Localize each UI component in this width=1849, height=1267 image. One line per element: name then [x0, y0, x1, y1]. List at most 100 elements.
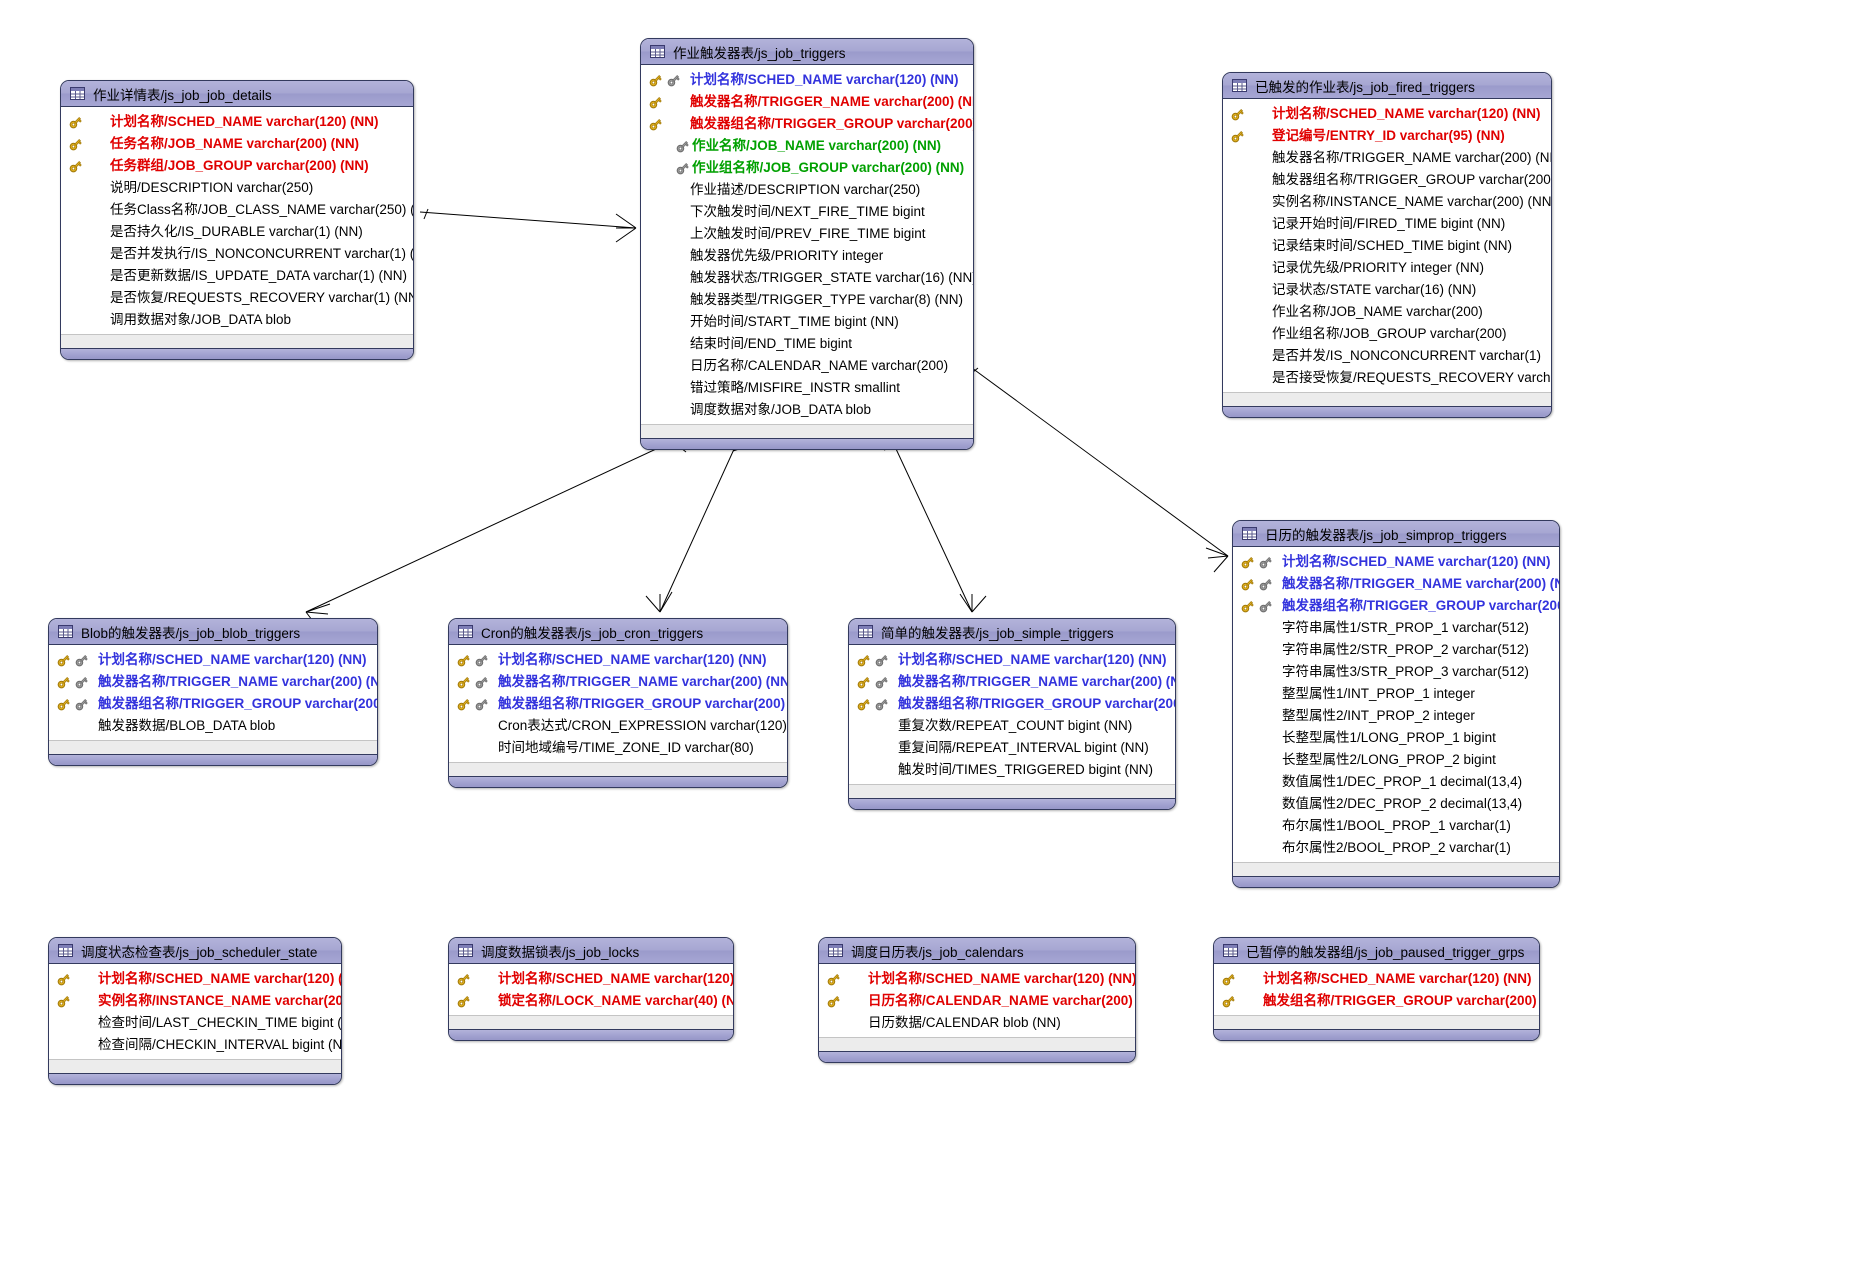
attribute-row[interactable]: 计划名称/SCHED_NAME varchar(120) (NN) [641, 69, 973, 91]
attribute-row[interactable]: 字符串属性2/STR_PROP_2 varchar(512) [1233, 639, 1559, 661]
attribute-row[interactable]: 触发器名称/TRIGGER_NAME varchar(200) (NN) [849, 671, 1175, 693]
attribute-row[interactable]: 作业组名称/JOB_GROUP varchar(200) (NN) [641, 157, 973, 179]
relationship-rel-triggers-cron[interactable] [645, 435, 746, 613]
attribute-row[interactable]: 长整型属性1/LONG_PROP_1 bigint [1233, 727, 1559, 749]
attribute-row[interactable]: 触发器名称/TRIGGER_NAME varchar(200) (NN) [1223, 147, 1551, 169]
attribute-row[interactable]: 计划名称/SCHED_NAME varchar(120) (NN) [1223, 103, 1551, 125]
attribute-row[interactable]: 登记编号/ENTRY_ID varchar(95) (NN) [1223, 125, 1551, 147]
entity-header-paused_trigger_grps[interactable]: 已暂停的触发器组/js_job_paused_trigger_grps [1214, 938, 1539, 964]
attribute-row[interactable]: 触发器组名称/TRIGGER_GROUP varchar(200) (NN) [641, 113, 973, 135]
attribute-row[interactable]: 下次触发时间/NEXT_FIRE_TIME bigint [641, 201, 973, 223]
attribute-row[interactable]: 是否更新数据/IS_UPDATE_DATA varchar(1) (NN) [61, 265, 413, 287]
attribute-row[interactable]: 触发器类型/TRIGGER_TYPE varchar(8) (NN) [641, 289, 973, 311]
attribute-row[interactable]: 计划名称/SCHED_NAME varchar(120) (NN) [1233, 551, 1559, 573]
attribute-row[interactable]: 实例名称/INSTANCE_NAME varchar(200) (NN) [49, 990, 341, 1012]
attribute-row[interactable]: 是否接受恢复/REQUESTS_RECOVERY varchar(1) [1223, 367, 1551, 389]
entity-header-locks[interactable]: 调度数据锁表/js_job_locks [449, 938, 733, 964]
relationship-rel-details-triggers[interactable] [419, 208, 637, 243]
relationship-rel-triggers-simple[interactable] [883, 435, 987, 613]
attribute-row[interactable]: 数值属性1/DEC_PROP_1 decimal(13,4) [1233, 771, 1559, 793]
attribute-row[interactable]: 触发器名称/TRIGGER_NAME varchar(200) (NN) [449, 671, 787, 693]
attribute-row[interactable]: 调度数据对象/JOB_DATA blob [641, 399, 973, 421]
attribute-row[interactable]: 调用数据对象/JOB_DATA blob [61, 309, 413, 331]
entity-header-fired_triggers[interactable]: 已触发的作业表/js_job_fired_triggers [1223, 73, 1551, 99]
attribute-row[interactable]: 计划名称/SCHED_NAME varchar(120) (NN) [449, 968, 733, 990]
attribute-row[interactable]: 记录开始时间/FIRED_TIME bigint (NN) [1223, 213, 1551, 235]
attribute-row[interactable]: 是否恢复/REQUESTS_RECOVERY varchar(1) (NN) [61, 287, 413, 309]
attribute-row[interactable]: 计划名称/SCHED_NAME varchar(120) (NN) [49, 649, 377, 671]
attribute-row[interactable]: 记录优先级/PRIORITY integer (NN) [1223, 257, 1551, 279]
attribute-row[interactable]: 触发器名称/TRIGGER_NAME varchar(200) (NN) [49, 671, 377, 693]
attribute-row[interactable]: 计划名称/SCHED_NAME varchar(120) (NN) [819, 968, 1135, 990]
attribute-row[interactable]: 结束时间/END_TIME bigint [641, 333, 973, 355]
entity-header-scheduler_state[interactable]: 调度状态检查表/js_job_scheduler_state [49, 938, 341, 964]
attribute-row[interactable]: 计划名称/SCHED_NAME varchar(120) (NN) [49, 968, 341, 990]
attribute-row[interactable]: 作业组名称/JOB_GROUP varchar(200) [1223, 323, 1551, 345]
entity-header-blob_triggers[interactable]: Blob的触发器表/js_job_blob_triggers [49, 619, 377, 645]
attribute-row[interactable]: 触发组名称/TRIGGER_GROUP varchar(200) (NN) [1214, 990, 1539, 1012]
attribute-row[interactable]: 触发器组名称/TRIGGER_GROUP varchar(200) (NN) [849, 693, 1175, 715]
entity-scheduler_state[interactable]: 调度状态检查表/js_job_scheduler_state 计划名称/SCHED… [48, 937, 342, 1085]
entity-header-calendars[interactable]: 调度日历表/js_job_calendars [819, 938, 1135, 964]
attribute-row[interactable]: 触发器状态/TRIGGER_STATE varchar(16) (NN) [641, 267, 973, 289]
attribute-row[interactable]: 记录状态/STATE varchar(16) (NN) [1223, 279, 1551, 301]
attribute-row[interactable]: 时间地域编号/TIME_ZONE_ID varchar(80) [449, 737, 787, 759]
attribute-row[interactable]: 作业名称/JOB_NAME varchar(200) (NN) [641, 135, 973, 157]
attribute-row[interactable]: 触发器优先级/PRIORITY integer [641, 245, 973, 267]
attribute-row[interactable]: 整型属性2/INT_PROP_2 integer [1233, 705, 1559, 727]
attribute-row[interactable]: 检查间隔/CHECKIN_INTERVAL bigint (NN) [49, 1034, 341, 1056]
attribute-row[interactable]: 触发器名称/TRIGGER_NAME varchar(200) (NN) [641, 91, 973, 113]
entity-job_details[interactable]: 作业详情表/js_job_job_details 计划名称/SCHED_NAME … [60, 80, 414, 360]
entity-header-job_details[interactable]: 作业详情表/js_job_job_details [61, 81, 413, 107]
entity-header-simprop_triggers[interactable]: 日历的触发器表/js_job_simprop_triggers [1233, 521, 1559, 547]
attribute-row[interactable]: 触发器数据/BLOB_DATA blob [49, 715, 377, 737]
entity-cron_triggers[interactable]: Cron的触发器表/js_job_cron_triggers 计划名称/SCHED… [448, 618, 788, 788]
attribute-row[interactable]: 日历数据/CALENDAR blob (NN) [819, 1012, 1135, 1034]
entity-blob_triggers[interactable]: Blob的触发器表/js_job_blob_triggers 计划名称/SCHED… [48, 618, 378, 766]
entity-header-simple_triggers[interactable]: 简单的触发器表/js_job_simple_triggers [849, 619, 1175, 645]
attribute-row[interactable]: 日历名称/CALENDAR_NAME varchar(200) [641, 355, 973, 377]
attribute-row[interactable]: 是否持久化/IS_DURABLE varchar(1) (NN) [61, 221, 413, 243]
attribute-row[interactable]: 作业名称/JOB_NAME varchar(200) [1223, 301, 1551, 323]
attribute-row[interactable]: 重复次数/REPEAT_COUNT bigint (NN) [849, 715, 1175, 737]
attribute-row[interactable]: 计划名称/SCHED_NAME varchar(120) (NN) [449, 649, 787, 671]
attribute-row[interactable]: 任务名称/JOB_NAME varchar(200) (NN) [61, 133, 413, 155]
attribute-row[interactable]: 检查时间/LAST_CHECKIN_TIME bigint (NN) [49, 1012, 341, 1034]
attribute-row[interactable]: 触发器组名称/TRIGGER_GROUP varchar(200) (NN) [1233, 595, 1559, 617]
attribute-row[interactable]: 整型属性1/INT_PROP_1 integer [1233, 683, 1559, 705]
attribute-row[interactable]: 触发时间/TIMES_TRIGGERED bigint (NN) [849, 759, 1175, 781]
entity-header-job_triggers[interactable]: 作业触发器表/js_job_triggers [641, 39, 973, 65]
attribute-row[interactable]: 触发器组名称/TRIGGER_GROUP varchar(200) (NN) [1223, 169, 1551, 191]
attribute-row[interactable]: 记录结束时间/SCHED_TIME bigint (NN) [1223, 235, 1551, 257]
attribute-row[interactable]: 布尔属性2/BOOL_PROP_2 varchar(1) [1233, 837, 1559, 859]
attribute-row[interactable]: 计划名称/SCHED_NAME varchar(120) (NN) [1214, 968, 1539, 990]
attribute-row[interactable]: 错过策略/MISFIRE_INSTR smallint [641, 377, 973, 399]
attribute-row[interactable]: 开始时间/START_TIME bigint (NN) [641, 311, 973, 333]
attribute-row[interactable]: Cron表达式/CRON_EXPRESSION varchar(120) (NN… [449, 715, 787, 737]
attribute-row[interactable]: 说明/DESCRIPTION varchar(250) [61, 177, 413, 199]
attribute-row[interactable]: 上次触发时间/PREV_FIRE_TIME bigint [641, 223, 973, 245]
attribute-row[interactable]: 计划名称/SCHED_NAME varchar(120) (NN) [849, 649, 1175, 671]
attribute-row[interactable]: 作业描述/DESCRIPTION varchar(250) [641, 179, 973, 201]
attribute-row[interactable]: 任务群组/JOB_GROUP varchar(200) (NN) [61, 155, 413, 177]
entity-simple_triggers[interactable]: 简单的触发器表/js_job_simple_triggers 计划名称/SCHED… [848, 618, 1176, 810]
attribute-row[interactable]: 触发器名称/TRIGGER_NAME varchar(200) (NN) [1233, 573, 1559, 595]
entity-job_triggers[interactable]: 作业触发器表/js_job_triggers 计划名称/SCHED_NAME va… [640, 38, 974, 450]
attribute-row[interactable]: 字符串属性1/STR_PROP_1 varchar(512) [1233, 617, 1559, 639]
relationship-rel-triggers-blob[interactable] [305, 435, 687, 629]
attribute-row[interactable]: 是否并发/IS_NONCONCURRENT varchar(1) [1223, 345, 1551, 367]
entity-calendars[interactable]: 调度日历表/js_job_calendars 计划名称/SCHED_NAME va… [818, 937, 1136, 1063]
relationship-rel-triggers-simprop[interactable] [967, 367, 1229, 573]
attribute-row[interactable]: 触发器组名称/TRIGGER_GROUP varchar(200) (NN) [49, 693, 377, 715]
entity-header-cron_triggers[interactable]: Cron的触发器表/js_job_cron_triggers [449, 619, 787, 645]
attribute-row[interactable]: 任务Class名称/JOB_CLASS_NAME varchar(250) (N… [61, 199, 413, 221]
attribute-row[interactable]: 触发器组名称/TRIGGER_GROUP varchar(200) (NN) [449, 693, 787, 715]
attribute-row[interactable]: 布尔属性1/BOOL_PROP_1 varchar(1) [1233, 815, 1559, 837]
attribute-row[interactable]: 长整型属性2/LONG_PROP_2 bigint [1233, 749, 1559, 771]
entity-paused_trigger_grps[interactable]: 已暂停的触发器组/js_job_paused_trigger_grps 计划名称/… [1213, 937, 1540, 1041]
entity-simprop_triggers[interactable]: 日历的触发器表/js_job_simprop_triggers 计划名称/SCHE… [1232, 520, 1560, 888]
attribute-row[interactable]: 计划名称/SCHED_NAME varchar(120) (NN) [61, 111, 413, 133]
attribute-row[interactable]: 数值属性2/DEC_PROP_2 decimal(13,4) [1233, 793, 1559, 815]
attribute-row[interactable]: 是否并发执行/IS_NONCONCURRENT varchar(1) (NN) [61, 243, 413, 265]
attribute-row[interactable]: 实例名称/INSTANCE_NAME varchar(200) (NN) [1223, 191, 1551, 213]
